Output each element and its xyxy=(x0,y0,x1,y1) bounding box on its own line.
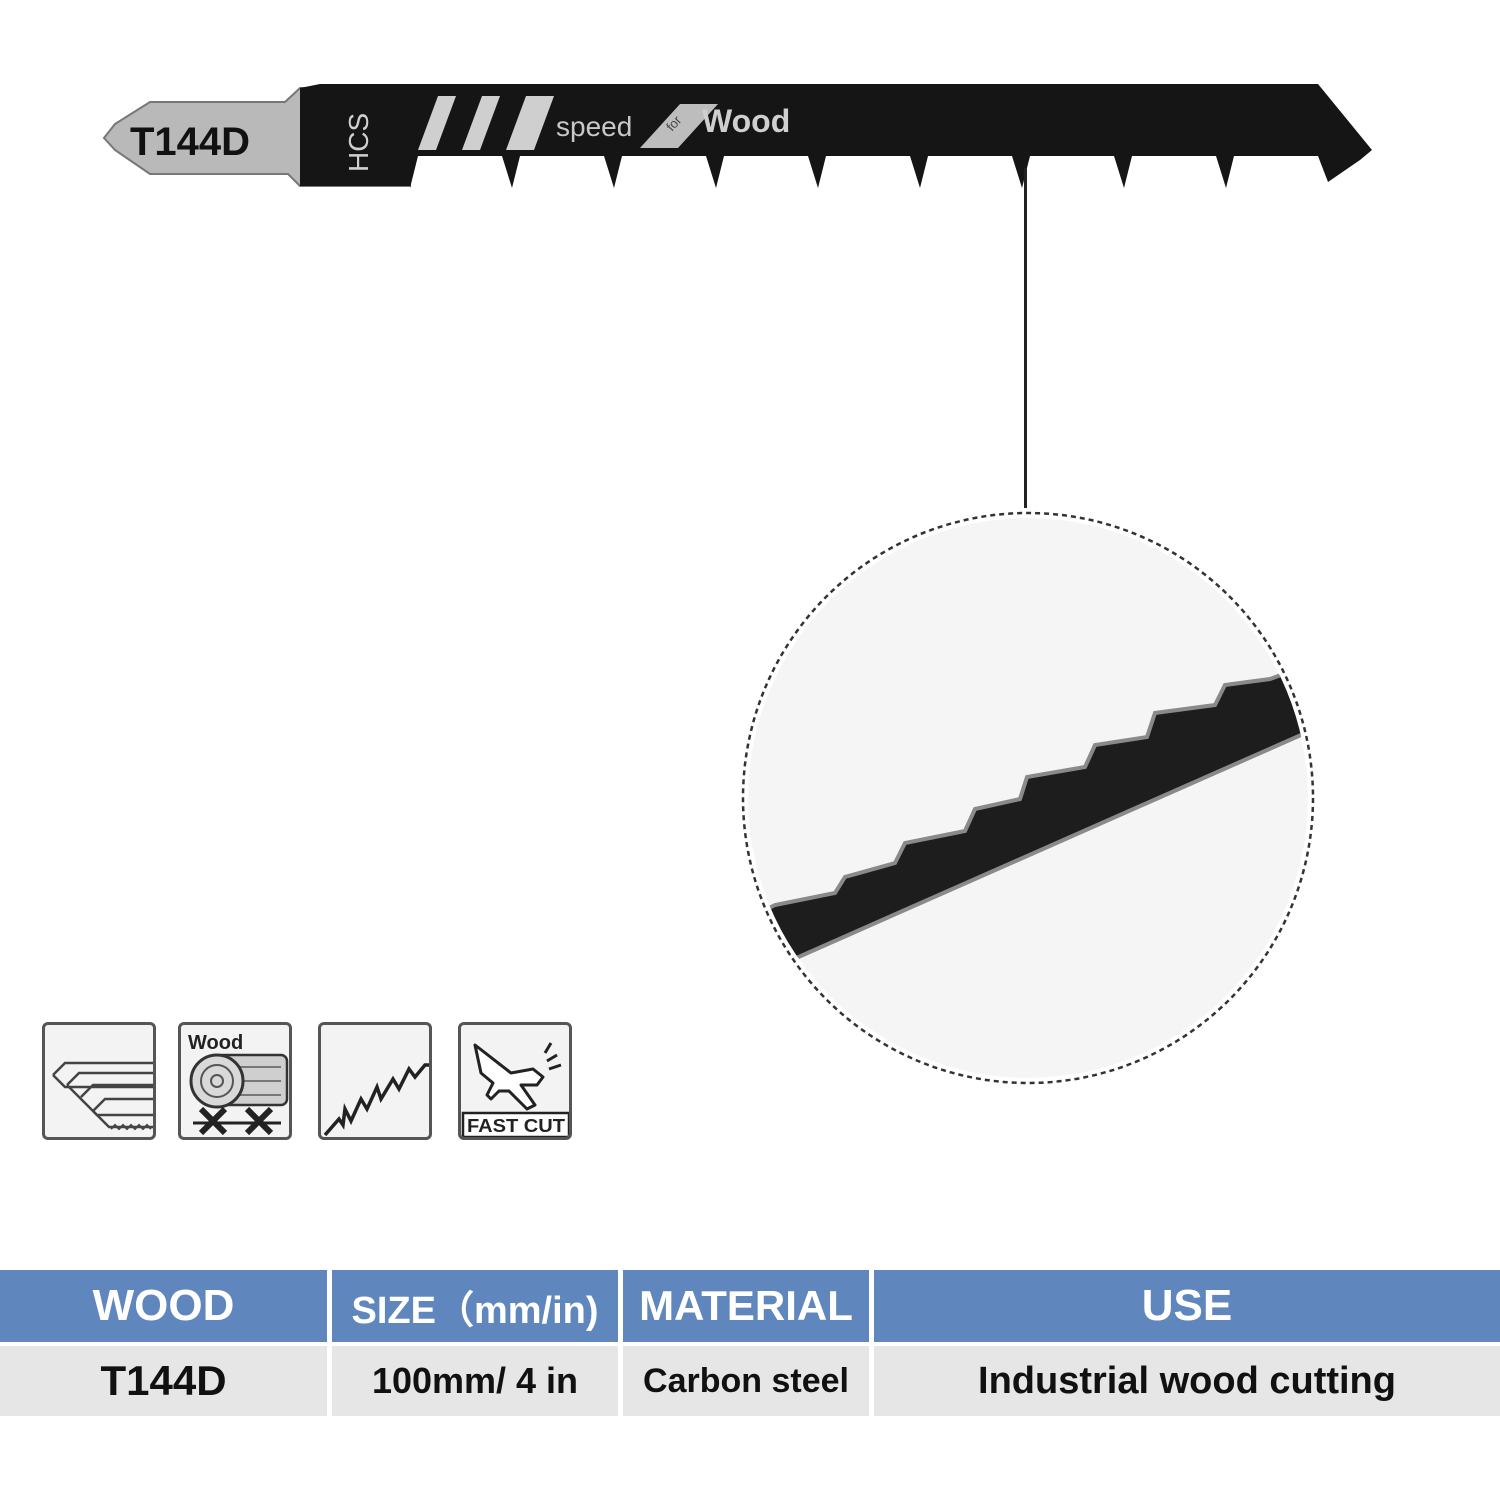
clean-cut-blades-icon xyxy=(42,1022,156,1140)
wood-icon-label: Wood xyxy=(188,1032,243,1054)
value-use: Industrial wood cutting xyxy=(874,1346,1500,1416)
wood-log-icon: Wood xyxy=(178,1022,292,1140)
header-size: SIZE（mm/in) xyxy=(332,1270,618,1342)
fast-cut-label: FAST CUT xyxy=(467,1116,565,1136)
value-size: 100mm/ 4 in xyxy=(332,1346,618,1416)
blade-speed-word: speed xyxy=(556,111,632,142)
callout-line xyxy=(1024,168,1027,508)
curved-cut-icon xyxy=(318,1022,432,1140)
value-material: Carbon steel xyxy=(623,1346,869,1416)
zoom-detail-circle xyxy=(741,511,1315,1085)
fast-cut-jet-icon: FAST CUT xyxy=(458,1022,572,1140)
header-use: USE xyxy=(874,1270,1500,1342)
blade-material-word: Wood xyxy=(702,103,790,139)
header-wood: WOOD xyxy=(0,1270,327,1342)
spec-table: WOOD SIZE（mm/in) MATERIAL USE T144D 100m… xyxy=(0,1270,1500,1418)
value-model: T144D xyxy=(0,1346,327,1416)
header-material: MATERIAL xyxy=(623,1270,869,1342)
blade-model-label: T144D xyxy=(130,120,250,164)
zoomed-teeth xyxy=(748,652,1308,989)
blade-body xyxy=(300,84,1372,188)
blade-steel-code: HCS xyxy=(343,113,374,172)
jigsaw-blade: T144D HCS speed for Wood xyxy=(102,84,1372,188)
